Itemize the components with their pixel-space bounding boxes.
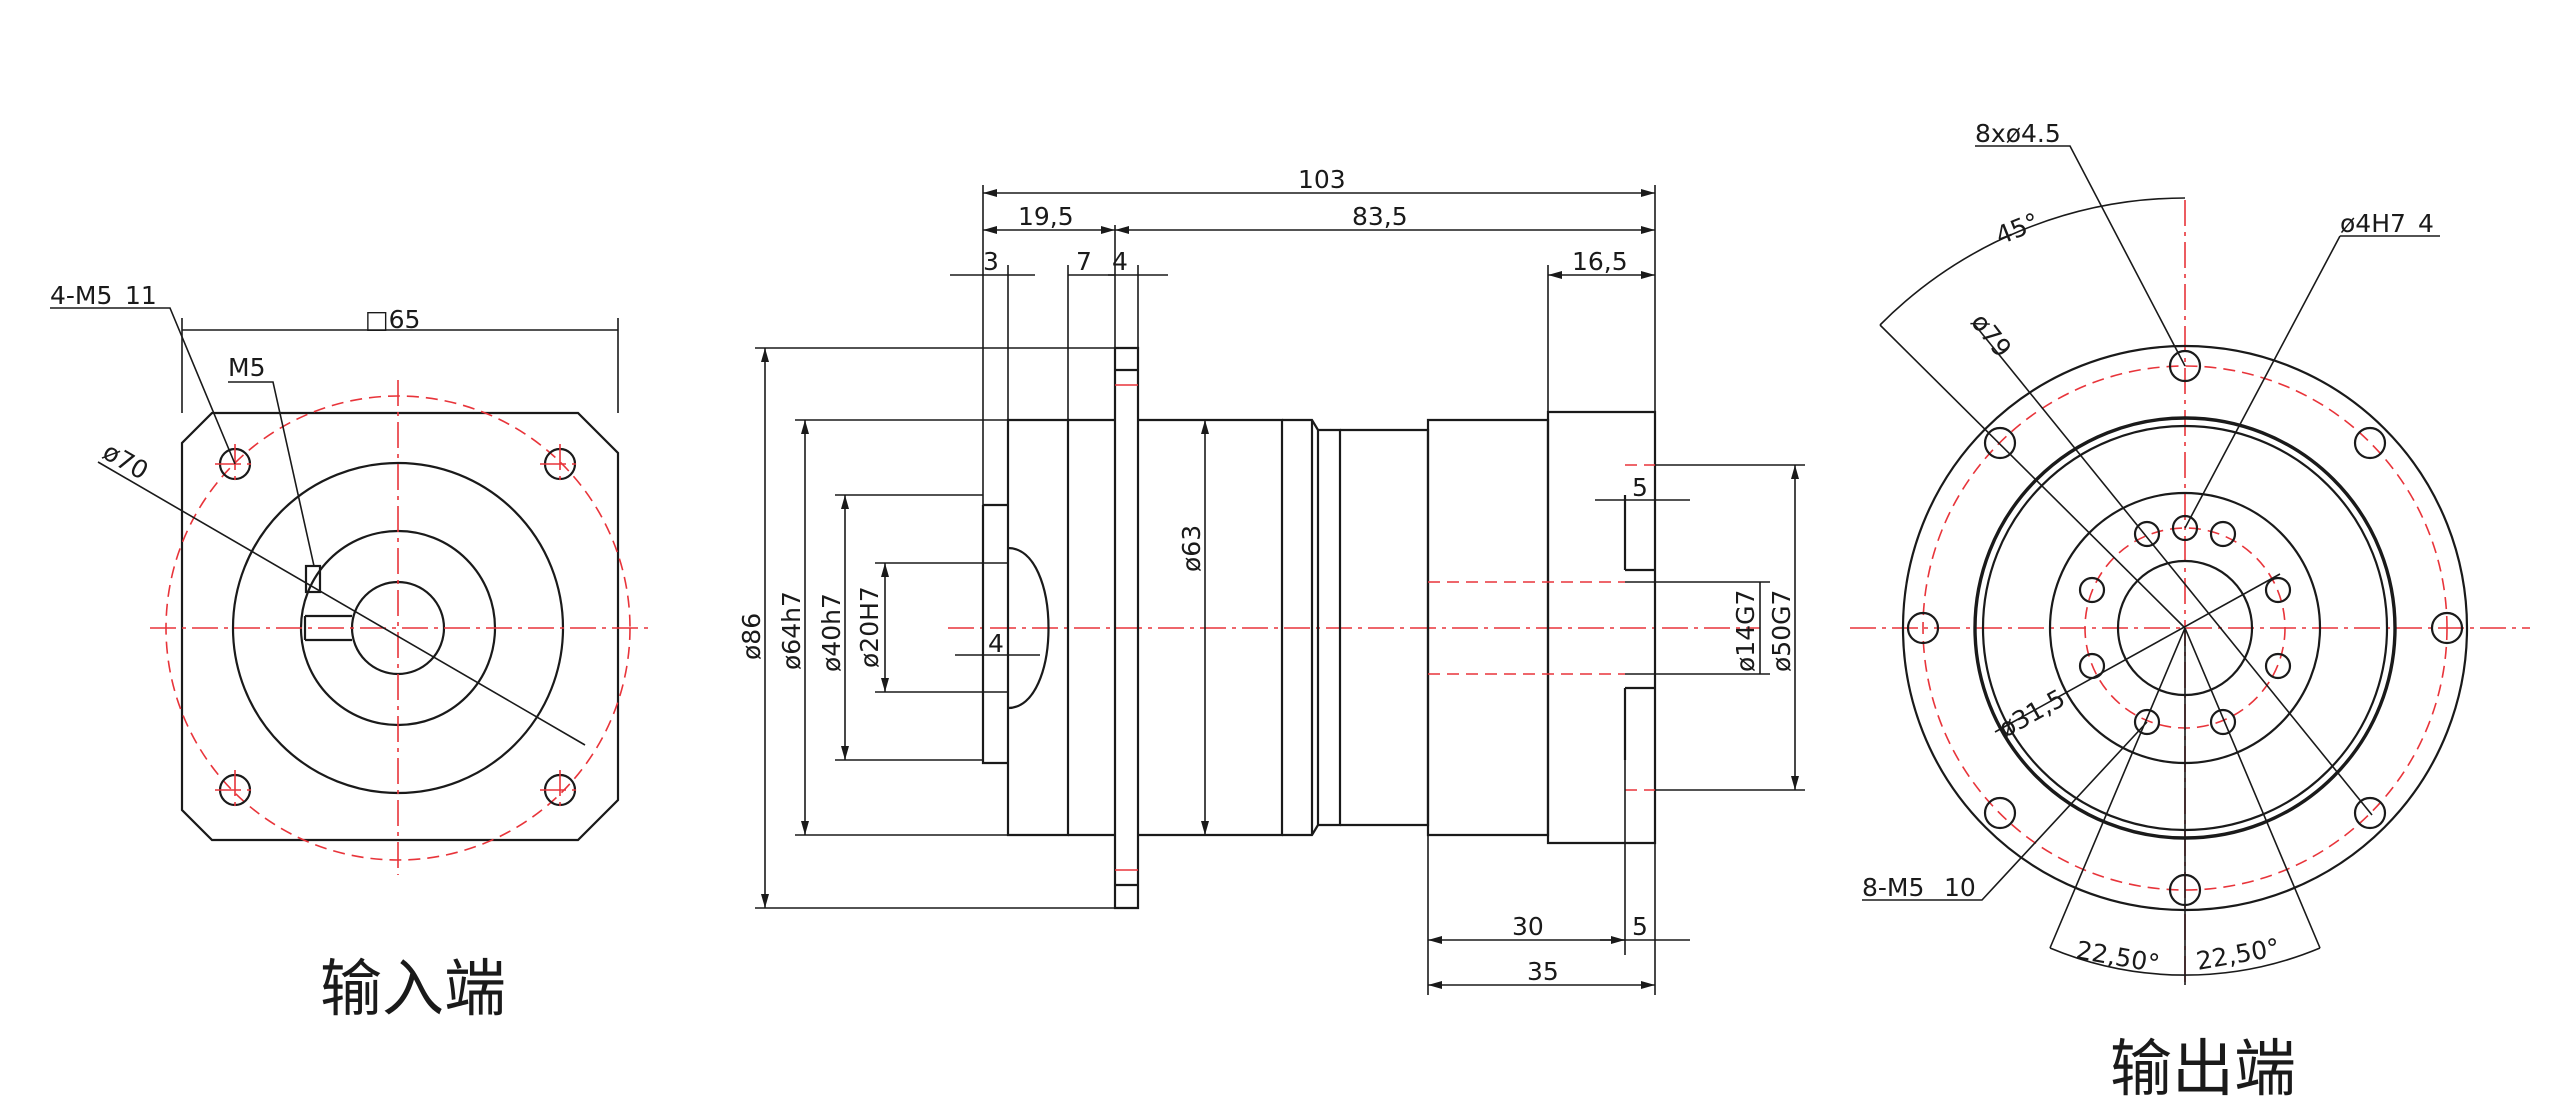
dim-30-label: 30: [1512, 912, 1544, 941]
dim-5-bot-label: 5: [1632, 912, 1648, 941]
dim-3-line: [950, 265, 1035, 420]
dim-4-top-label: 4: [1112, 247, 1128, 276]
dia-50-dim: [1655, 464, 1805, 791]
dim-4-top-line: [1108, 265, 1168, 348]
output-hidden-bore: [1428, 464, 1655, 791]
dia-40-dim: [835, 494, 983, 761]
dim-overall-label: 103: [1298, 165, 1346, 194]
flange-hole-right: [2430, 611, 2464, 645]
input-keyway: [303, 614, 352, 642]
bolt-circle-label: ø79: [1965, 308, 2017, 363]
input-set-screw-label: M5: [228, 353, 265, 382]
dia-86-dim: [755, 347, 1115, 909]
flange-hole-bl: [1983, 796, 2017, 830]
flange-hole-tr: [2353, 426, 2387, 460]
tapped-hole-2: [2209, 520, 2237, 548]
angle-right-label: 22,50°: [2194, 933, 2282, 976]
input-bore-hidden: [1115, 384, 1138, 871]
pin-depth-label: 4: [2418, 209, 2434, 238]
side-arrowheads: [761, 189, 1799, 989]
input-shaft-tube: [981, 503, 1008, 765]
dia-40-label: ø40h7: [817, 593, 846, 672]
input-caption: 输入端: [320, 952, 506, 1025]
bolt-circle-leader: [1974, 324, 2373, 816]
pin-label: ø4H7: [2340, 209, 2406, 238]
dia-20-dim: [875, 562, 1008, 693]
output-bore-edge: [1623, 495, 1655, 760]
dim-5-top-label: 5: [1632, 473, 1648, 502]
dia-64-label: ø64h7: [777, 591, 806, 670]
output-tapped-holes: [2078, 514, 2292, 736]
dim-3-label: 3: [983, 247, 999, 276]
input-set-screw: [304, 564, 322, 594]
flange-hole-top: [2168, 349, 2202, 383]
dia-14-label: ø14G7: [1731, 590, 1760, 672]
tapped-hole-1: [2133, 520, 2161, 548]
dia-64-dim: [795, 419, 1008, 836]
input-bolt-leader: [50, 307, 236, 465]
tapped-depth-label: 10: [1944, 873, 1976, 902]
dim-83-5-label: 83,5: [1352, 202, 1408, 231]
pin-leader: [2184, 235, 2440, 529]
flange-hole: [1115, 368, 1138, 887]
output-end-view: 45° 8xø4.5 ø4H7 4 ø79 ø31,5 8-M5 10 22,5…: [1850, 119, 2530, 1105]
inner-circle-label: ø31,5: [1994, 683, 2070, 743]
flange-hole-tl: [1983, 426, 2017, 460]
input-end-view: □65 4-M5 11 M5 ø70 输入端: [50, 281, 650, 1025]
angle-left-label: 22,50°: [2074, 935, 2162, 978]
dia-63-label: ø63: [1177, 525, 1206, 572]
flange-hole-br: [2353, 796, 2387, 830]
holes-label: 8xø4.5: [1975, 119, 2061, 148]
input-flange-outline: [180, 411, 620, 842]
dia-14-dim: [1625, 581, 1770, 675]
pin-hole: [2171, 514, 2199, 542]
angle-45-arc: [1879, 197, 2186, 326]
input-groove: [1007, 546, 1050, 710]
input-bolt-label: 4-M5: [50, 281, 112, 310]
dim-overall-line: [982, 185, 1656, 505]
output-bolt-circle: [1922, 365, 2448, 891]
angle-22-5-lines: [2049, 627, 2321, 985]
tapped-hole-4: [2264, 652, 2292, 680]
input-square-dimension: [181, 318, 619, 413]
dim-35-label: 35: [1527, 957, 1559, 986]
angle-45-ext: [1879, 324, 2186, 629]
angle-45-label: 45°: [1991, 207, 2043, 250]
flange-hole-left: [1906, 611, 1940, 645]
tapped-label: 8-M5: [1862, 873, 1924, 902]
main-housing: [1068, 418, 1284, 837]
input-bolt-circle-leader: [97, 461, 586, 746]
dim-19-5-label: 19,5: [1018, 202, 1074, 231]
input-square-label: □65: [365, 305, 420, 334]
output-flange-holes: [1906, 349, 2464, 907]
dim-7-line: [1067, 265, 1115, 420]
side-view: ø86 ø64h7 ø40h7 ø20H7 ø63 ø14G7 ø50G7 10…: [737, 165, 1805, 995]
tapped-hole-3: [2264, 576, 2292, 604]
tapped-hole-5: [2209, 708, 2237, 736]
dim-35-line: [1428, 843, 1656, 995]
dim-19-5-line: [983, 225, 1116, 348]
inner-circle-leader: [1994, 573, 2281, 733]
dia-50-label: ø50G7: [1767, 590, 1796, 672]
output-centerlines: [1850, 200, 2530, 985]
dim-4-mid-label: 4: [988, 629, 1004, 658]
housing-rings: [1282, 418, 1342, 837]
tapped-hole-6: [2133, 708, 2161, 736]
output-caption: 输出端: [2110, 1032, 2296, 1105]
input-set-screw-leader: [228, 381, 315, 567]
dim-7-label: 7: [1076, 247, 1092, 276]
holes-leader: [1975, 145, 2186, 367]
dim-16-5-line: [1547, 265, 1655, 420]
tapped-hole-8: [2078, 576, 2106, 604]
dia-86-label: ø86: [737, 613, 766, 660]
dim-30-line: [1427, 760, 1626, 995]
flange-plate: [1113, 346, 1140, 910]
dim-16-5-label: 16,5: [1572, 247, 1628, 276]
input-bolt-depth-label: 11: [125, 281, 157, 310]
tapped-leader: [1862, 721, 2148, 901]
dia-20-label: ø20H7: [855, 586, 884, 668]
